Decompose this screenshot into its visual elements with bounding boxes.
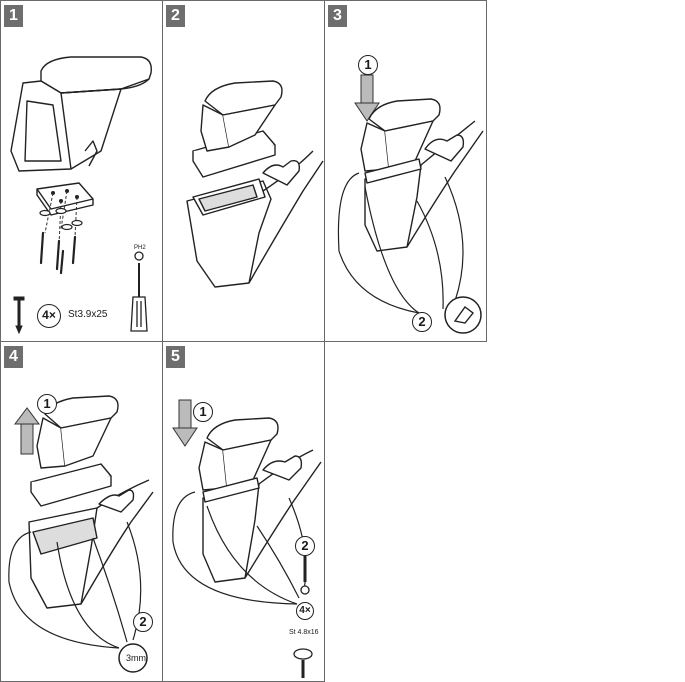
lift-armrest-and-drill-illustration [8, 395, 154, 673]
step-number-badge: 4 [4, 346, 23, 368]
screw-icon [13, 296, 25, 335]
step-callout-1: 1 [358, 55, 378, 75]
screw-count-badge: 4× [37, 304, 61, 328]
step-2-panel: 2 [162, 0, 325, 342]
screwdriver-tip-label: PH2 [134, 245, 146, 251]
screwdriver-icon [130, 251, 148, 332]
screw-count-badge: 4× [296, 602, 314, 620]
clip-tool-icon [444, 296, 482, 334]
step-number-badge: 2 [166, 5, 185, 27]
step-3-panel: 3 1 2 [324, 0, 487, 342]
step-4-panel: 4 [0, 341, 163, 682]
step-5-panel: 5 [162, 341, 325, 682]
step-callout-2: 2 [133, 612, 153, 632]
screw-spec-label: St 4.8x16 [289, 629, 319, 636]
armrest-over-console-illustration [186, 80, 324, 288]
down-arrow-icon [172, 399, 198, 447]
step-callout-1: 1 [193, 402, 213, 422]
screw-spec-label: St3.9x25 [68, 309, 108, 320]
screw-icon [300, 556, 310, 595]
step-callout-2: 2 [295, 536, 315, 556]
drill-icon [118, 643, 148, 673]
step-callout-2: 2 [412, 312, 432, 332]
screw-with-washer-icon [293, 648, 313, 678]
press-armrest-down-illustration [337, 74, 484, 334]
step-callout-1: 1 [37, 394, 57, 414]
step-1-panel: 1 [0, 0, 163, 342]
armrest-with-mounting-plate-illustration [10, 56, 152, 335]
step-number-badge: 3 [328, 5, 347, 27]
step-number-badge: 5 [166, 346, 185, 368]
up-arrow-icon [14, 407, 40, 455]
final-screw-fixing-illustration [172, 399, 322, 678]
drill-size-label: 3mm [126, 653, 146, 663]
step-number-badge: 1 [4, 5, 23, 27]
